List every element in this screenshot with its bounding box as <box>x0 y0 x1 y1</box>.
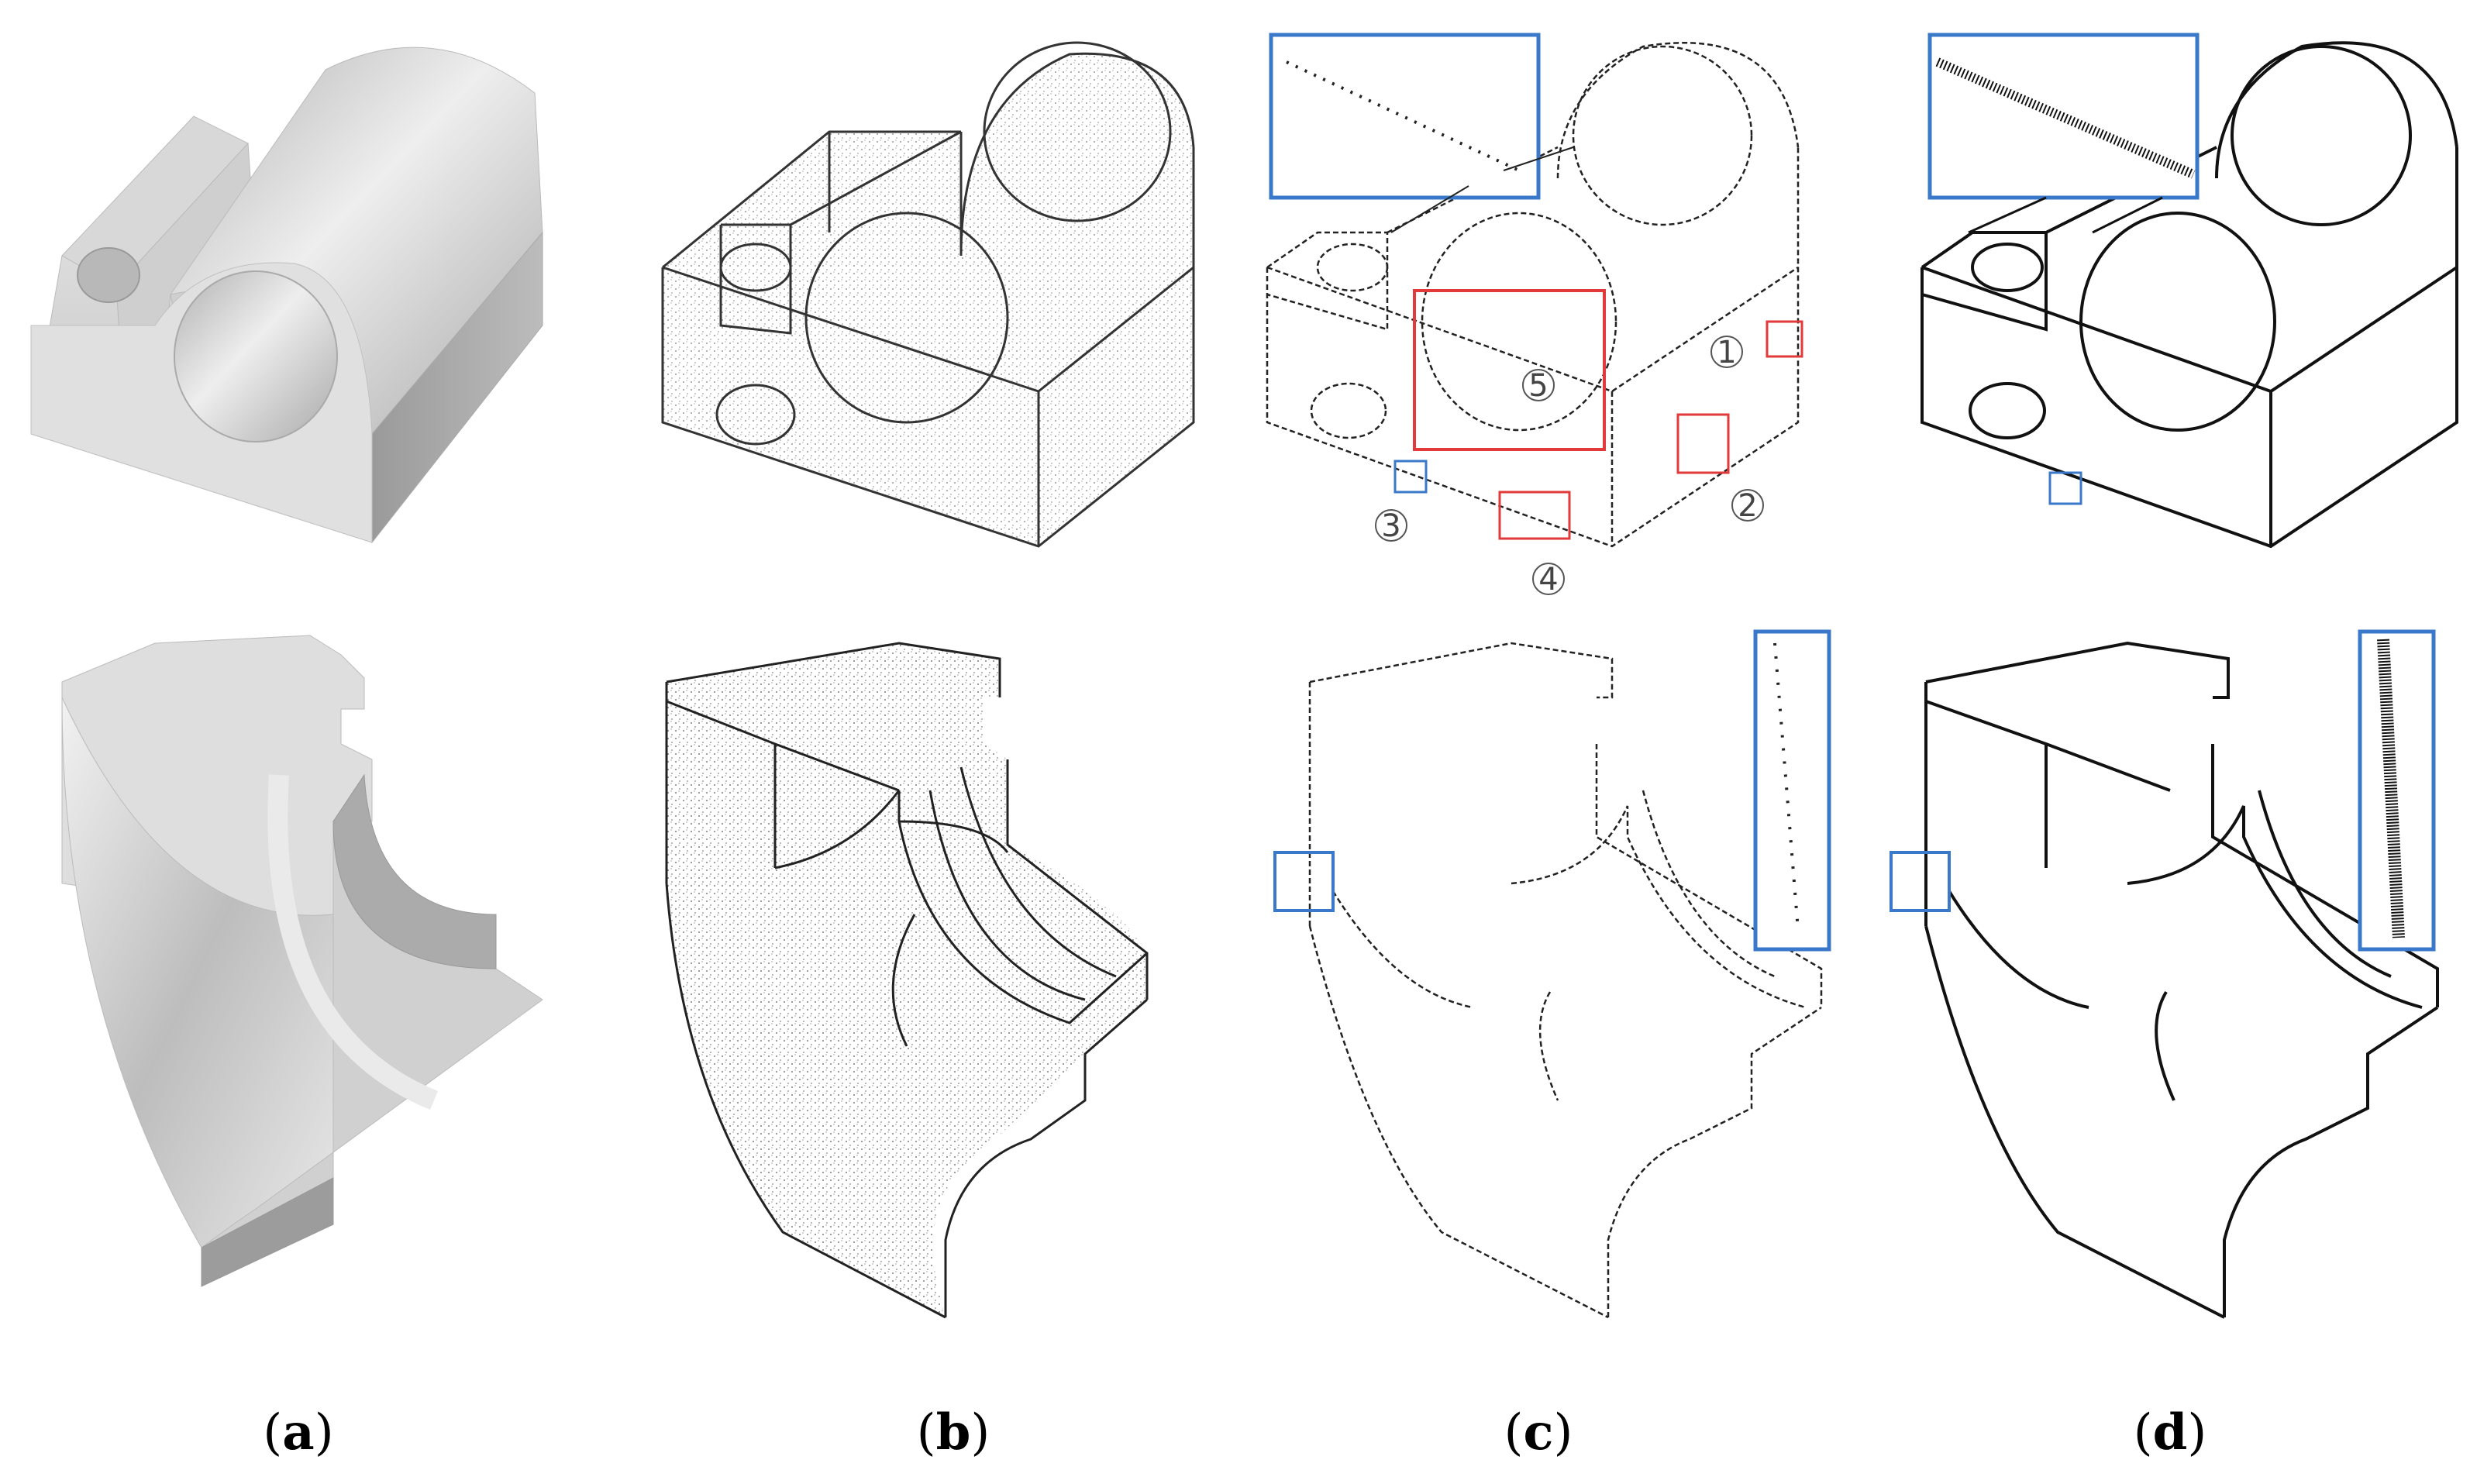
panel-a-bottom-solid <box>61 635 543 1287</box>
callout-circle-5 <box>1522 369 1555 401</box>
panel-d-bottom-clean-edges <box>1890 629 2439 1319</box>
callout-circle-1 <box>1710 336 1743 368</box>
panel-label-d: (d) <box>2134 1403 2207 1462</box>
panel-label-a: (a) <box>263 1403 333 1462</box>
callout-4: 4 <box>1538 562 1558 597</box>
callout-1: 1 <box>1717 335 1736 370</box>
panel-b-top-pointcloud <box>661 41 1195 548</box>
zoom-marker-d-top <box>2048 471 2082 505</box>
panel-label-c: (c) <box>1504 1403 1573 1462</box>
zoom-box-d-bottom <box>2358 629 2436 952</box>
callout-3: 3 <box>1381 508 1400 544</box>
panel-b-bottom-pointcloud <box>665 642 1149 1319</box>
zoom-box-c-top <box>1269 33 1541 200</box>
callout-circle-3 <box>1375 509 1407 542</box>
panel-label-b: (b) <box>917 1403 990 1462</box>
panel-d-top-clean-edges <box>1921 33 2458 549</box>
callout-circle-4 <box>1532 563 1565 595</box>
highlight-box-1 <box>1766 320 1803 358</box>
zoom-marker-d-bottom <box>1890 851 1951 912</box>
highlight-box-5 <box>1413 289 1606 451</box>
highlight-box-4 <box>1498 491 1571 540</box>
callout-5: 5 <box>1528 368 1548 404</box>
zoom-box-c-bottom <box>1753 629 1831 952</box>
zoom-marker-c-top <box>1393 460 1428 494</box>
panel-a-top-solid <box>30 46 543 544</box>
zoom-marker-c-bottom <box>1273 851 1335 912</box>
panel-c-top-callouts: 1 2 3 4 5 <box>1269 33 1803 597</box>
callout-circle-2 <box>1731 489 1764 522</box>
highlight-box-2 <box>1676 413 1730 474</box>
panel-c-bottom-sparse-edges <box>1273 629 1831 1319</box>
callout-2: 2 <box>1738 488 1757 524</box>
